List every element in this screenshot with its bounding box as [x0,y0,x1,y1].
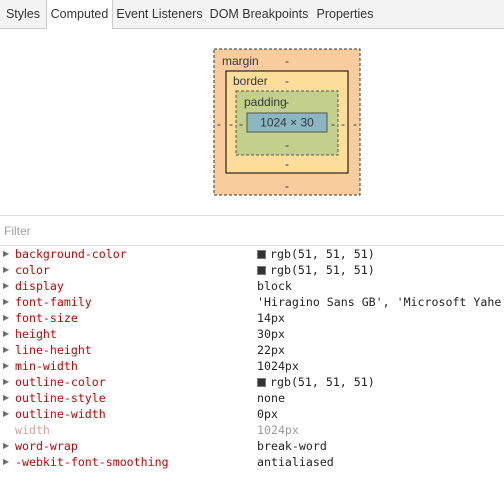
property-value-text: 30px [257,327,285,341]
property-value: 1024px [257,422,299,438]
property-name: word-wrap [15,439,78,453]
property-name: outline-style [15,391,106,405]
expand-triangle-icon[interactable]: ▶ [3,457,10,466]
expand-triangle-icon[interactable]: ▶ [3,297,10,306]
margin-bottom-value[interactable]: - [285,179,289,193]
property-value-text: none [257,391,285,405]
property-value: 'Hiragino Sans GB', 'Microsoft Yahe [257,294,501,310]
property-value-text: block [257,279,292,293]
property-value: 30px [257,326,285,342]
property-name: width [15,423,50,437]
margin-right-value[interactable]: - [353,117,357,131]
padding-top-value[interactable]: - [285,95,289,109]
border-label: border [233,74,268,88]
property-value-text: 1024px [257,359,299,373]
property-value-text: 22px [257,343,285,357]
property-value: 14px [257,310,285,326]
property-value: rgb(51, 51, 51) [257,262,375,278]
color-swatch-icon[interactable] [257,266,266,275]
property-name: outline-color [15,375,106,389]
property-name: outline-width [15,407,106,421]
computed-property-row[interactable]: ▶ color rgb(51, 51, 51) [0,262,504,278]
filter-bar [0,215,504,246]
property-value-text: antialiased [257,455,334,469]
property-name: background-color [15,247,127,261]
padding-left-value[interactable]: - [239,117,243,131]
expand-triangle-icon[interactable]: ▶ [3,361,10,370]
property-value: rgb(51, 51, 51) [257,374,375,390]
computed-property-row[interactable]: ▶ word-wrap break-word [0,438,504,454]
computed-properties-list: ▶ background-color rgb(51, 51, 51) ▶ color rg… [0,246,504,470]
expand-triangle-icon[interactable]: ▶ [3,313,10,322]
property-value: 1024px [257,358,299,374]
padding-bottom-value[interactable]: - [285,138,289,152]
property-name: display [15,279,64,293]
expand-triangle-icon[interactable]: ▶ [3,249,10,258]
computed-property-row[interactable]: ▶ outline-style none [0,390,504,406]
computed-property-row[interactable]: width 1024px [0,422,504,438]
property-name: color [15,263,50,277]
color-swatch-icon[interactable] [257,378,266,387]
expand-triangle-icon[interactable]: ▶ [3,281,10,290]
expand-triangle-icon[interactable]: ▶ [3,393,10,402]
property-value-text: 0px [257,407,278,421]
tab-event-listeners[interactable]: Event Listeners [116,7,203,21]
expand-triangle-icon[interactable]: ▶ [3,409,10,418]
property-value: break-word [257,438,327,454]
property-value: 0px [257,406,278,422]
property-name: height [15,327,57,341]
computed-property-row[interactable]: ▶ outline-color rgb(51, 51, 51) [0,374,504,390]
computed-property-row[interactable]: ▶ outline-width 0px [0,406,504,422]
border-right-value[interactable]: - [341,117,345,131]
expand-triangle-icon[interactable]: ▶ [3,377,10,386]
property-name: -webkit-font-smoothing [15,455,169,469]
box-model-diagram: margin - - - - border - - - - padding - … [213,48,361,196]
computed-property-row[interactable]: ▶ display block [0,278,504,294]
expand-triangle-icon[interactable]: ▶ [3,329,10,338]
tab-properties[interactable]: Properties [316,7,374,21]
border-top-value[interactable]: - [285,74,289,88]
computed-property-row[interactable]: ▶ line-height 22px [0,342,504,358]
color-swatch-icon[interactable] [257,250,266,259]
computed-property-row[interactable]: ▶ background-color rgb(51, 51, 51) [0,246,504,262]
filter-input[interactable] [4,222,494,240]
margin-top-value[interactable]: - [285,54,289,68]
property-value-text: 1024px [257,423,299,437]
margin-label: margin [222,54,259,68]
property-value-text: rgb(51, 51, 51) [270,263,375,277]
property-value: antialiased [257,454,334,470]
property-name: font-family [15,295,92,309]
computed-property-row[interactable]: ▶ font-size 14px [0,310,504,326]
expand-triangle-icon[interactable]: ▶ [3,265,10,274]
content-size[interactable]: 1024 × 30 [260,116,314,130]
computed-property-row[interactable]: ▶ font-family 'Hiragino Sans GB', 'Microso… [0,294,504,310]
border-left-value[interactable]: - [229,117,233,131]
property-name: font-size [15,311,78,325]
property-value: rgb(51, 51, 51) [257,246,375,262]
tab-dom-breakpoints[interactable]: DOM Breakpoints [209,7,309,21]
padding-right-value[interactable]: - [331,117,335,131]
padding-label: padding [244,95,287,109]
expand-triangle-icon[interactable]: ▶ [3,441,10,450]
computed-property-row[interactable]: ▶ min-width 1024px [0,358,504,374]
property-value: block [257,278,292,294]
panel-tabbar: Styles Computed Event Listeners DOM Brea… [0,0,504,29]
computed-property-row[interactable]: ▶ height 30px [0,326,504,342]
property-value-text: break-word [257,439,327,453]
margin-left-value[interactable]: - [217,117,221,131]
border-bottom-value[interactable]: - [285,157,289,171]
content-box [246,112,328,133]
property-value-text: rgb(51, 51, 51) [270,247,375,261]
computed-property-row[interactable]: ▶ -webkit-font-smoothing antialiased [0,454,504,470]
property-name: line-height [15,343,92,357]
property-value-text: 'Hiragino Sans GB', 'Microsoft Yahe [257,295,502,309]
property-value-text: 14px [257,311,285,325]
property-value: 22px [257,342,285,358]
tab-computed[interactable]: Computed [46,0,113,29]
expand-triangle-icon[interactable]: ▶ [3,345,10,354]
property-value: none [257,390,285,406]
property-name: min-width [15,359,78,373]
tab-styles[interactable]: Styles [5,7,41,21]
property-value-text: rgb(51, 51, 51) [270,375,375,389]
